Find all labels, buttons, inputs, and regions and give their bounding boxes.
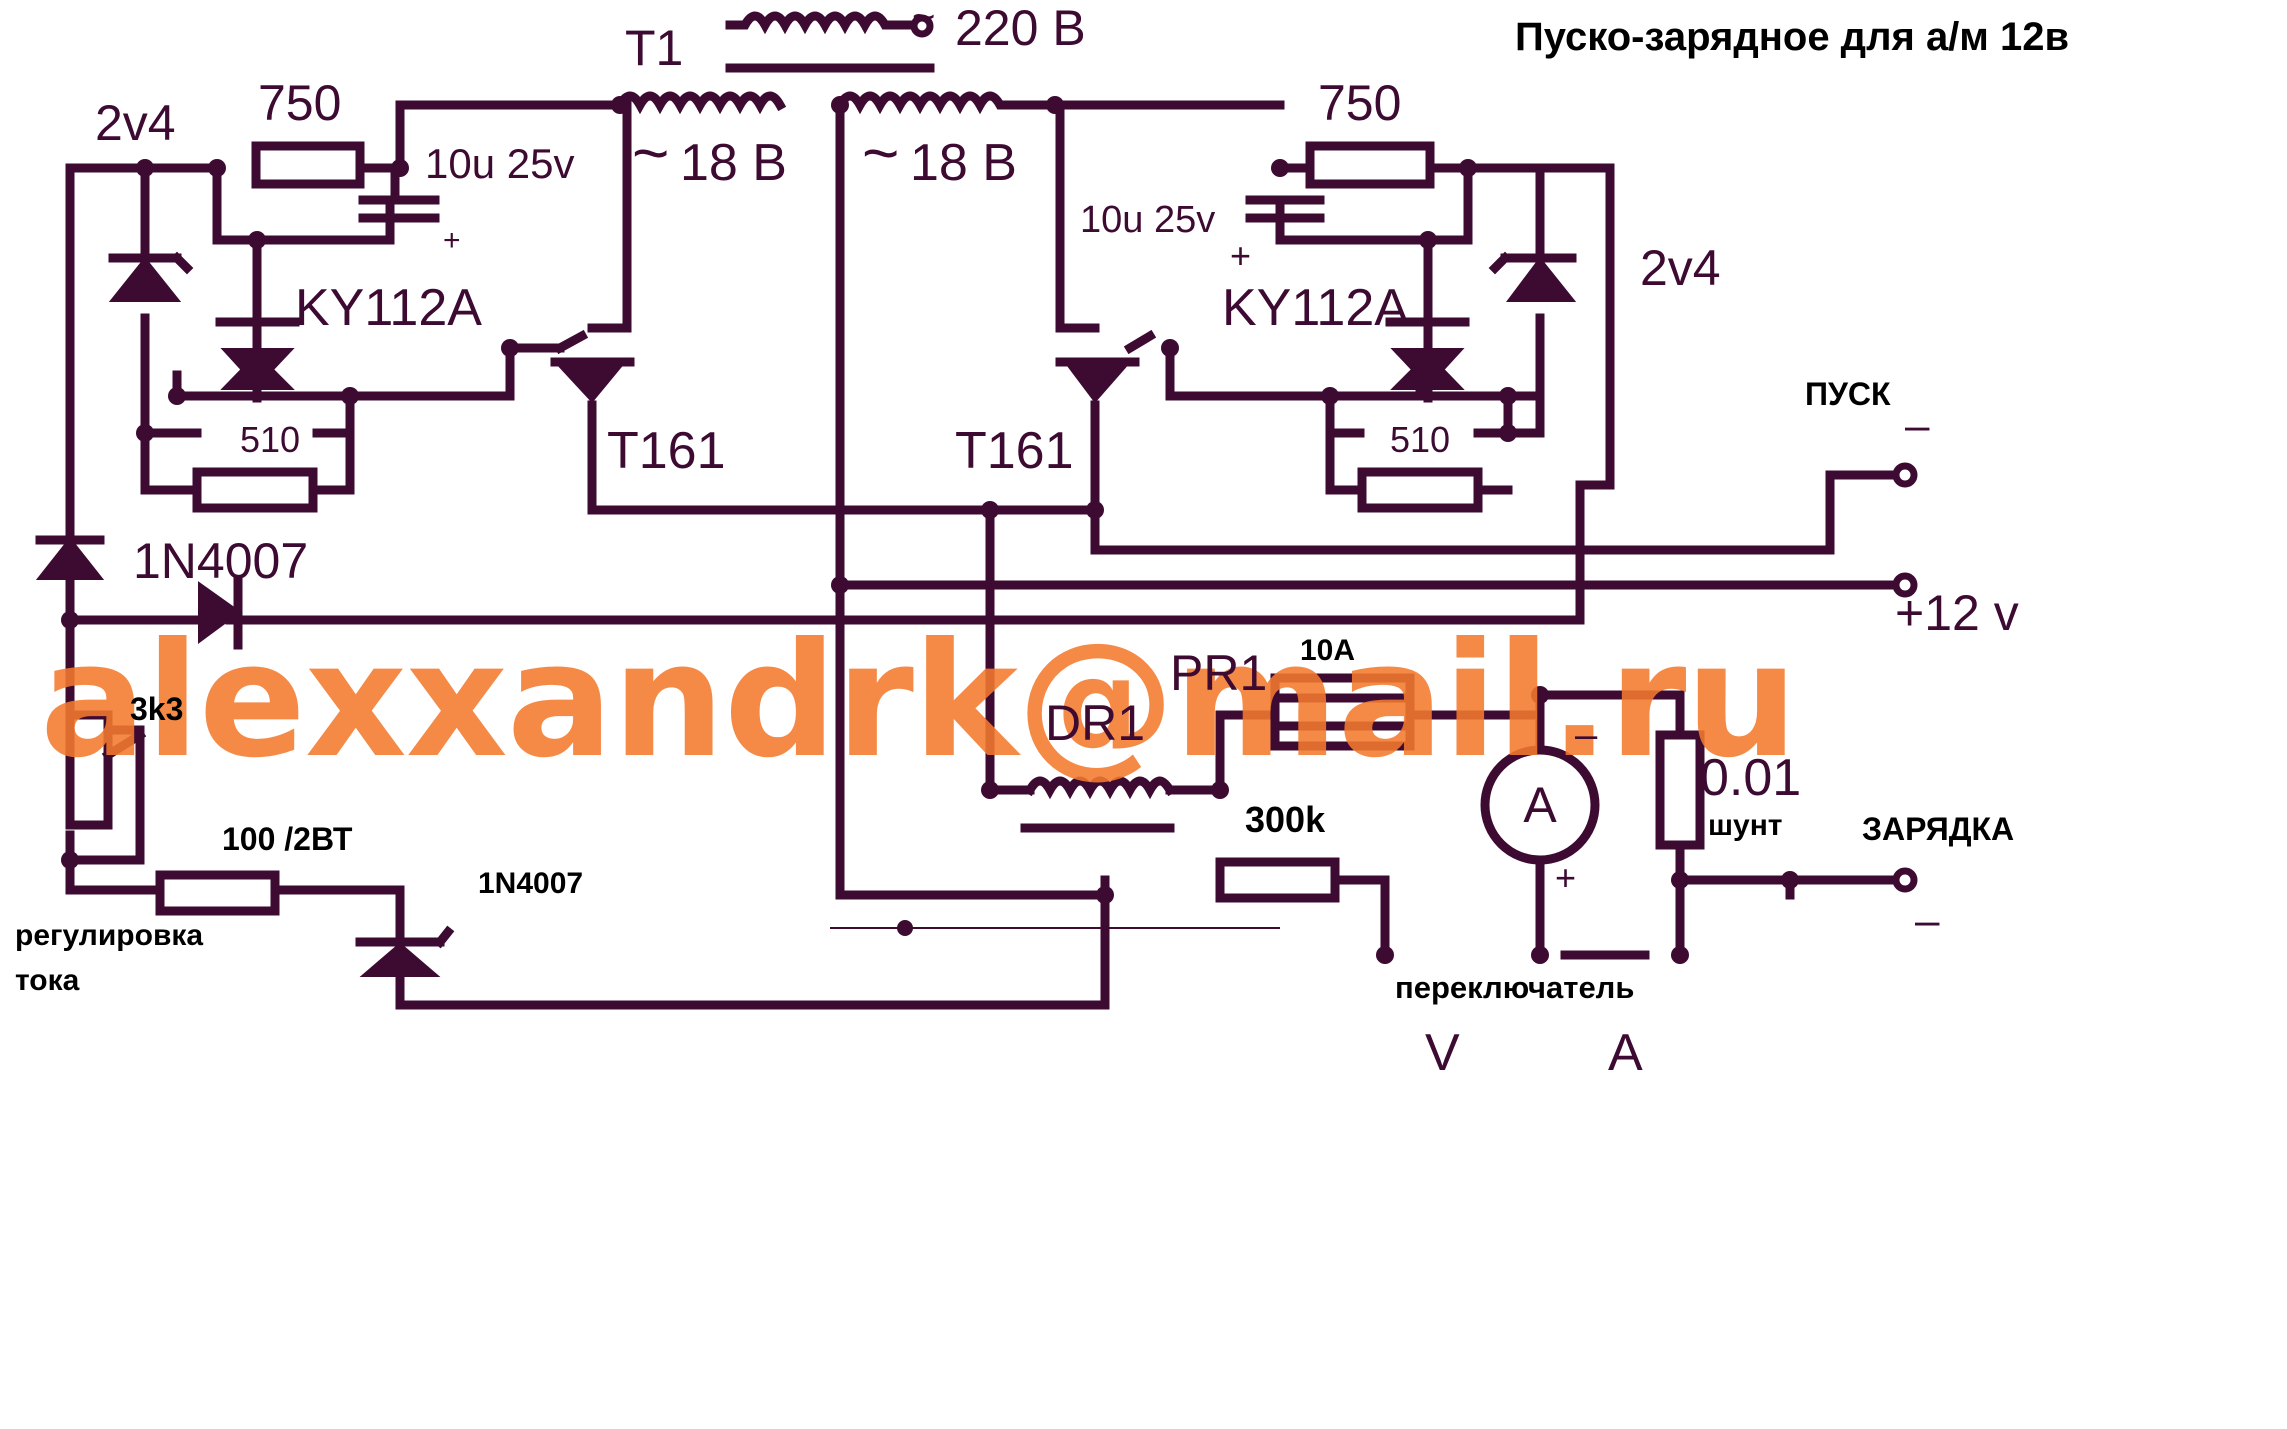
label-cap-left: 10u 25v [425, 140, 574, 187]
label-start-minus: – [1905, 401, 1930, 450]
potentiometer-3k3 [65, 710, 113, 830]
terminal-charge-minus [1892, 867, 1918, 893]
tilde-18-left: ~ [632, 117, 669, 189]
label-510-left: 510 [240, 419, 300, 460]
label-current-adjust-2: тока [15, 964, 80, 997]
label-meter-plus: + [1555, 857, 1576, 898]
label-plus12: +12 v [1895, 585, 2019, 641]
choke-dr1 [1020, 776, 1177, 833]
label-ky112a-right: KY112A [1222, 279, 1409, 337]
label-current-adjust-1: регулировка [15, 919, 203, 952]
label-t161-right: T161 [955, 422, 1074, 480]
label-ammeter: A [1523, 777, 1557, 833]
label-shunt-value: 0.01 [1700, 749, 1801, 807]
label-100-2w: 100 /2ВТ [222, 821, 353, 857]
junction-dots [61, 96, 1918, 964]
transformer-t1 [613, 11, 1060, 115]
label-plus-left: + [443, 224, 461, 257]
label-charge: ЗАРЯДКА [1862, 811, 2014, 847]
label-750-left: 750 [258, 75, 341, 131]
semiconductors [35, 251, 1577, 977]
label-switch-v: V [1425, 1024, 1460, 1082]
label-2v4-left: 2v4 [95, 95, 176, 151]
wires [65, 100, 1915, 1010]
resistor-510-right [1357, 467, 1483, 513]
label-t161-left: T161 [607, 422, 726, 480]
label-1n4007-bottom: 1N4007 [478, 867, 583, 900]
label-plus-right: + [1230, 235, 1251, 276]
label-start: ПУСК [1805, 376, 1891, 412]
label-3k3: 3k3 [130, 691, 183, 727]
label-220v: 220 В [955, 0, 1086, 56]
shunt [1655, 730, 1705, 850]
label-dr1: DR1 [1045, 695, 1145, 751]
label-18v-left: 18 В [680, 134, 787, 192]
label-1n4007-top: 1N4007 [133, 533, 308, 589]
labels: Пуско-зарядное для а/м 12в T1 220 В ~ ~ … [15, 0, 2069, 1082]
terminal-plus12 [1892, 572, 1918, 598]
resistors [65, 141, 1705, 916]
fuse-pr1-inner [1270, 693, 1415, 731]
tilde-18-right: ~ [862, 117, 899, 189]
label-300k: 300k [1245, 799, 1326, 840]
label-t1: T1 [625, 20, 683, 76]
label-750-right: 750 [1318, 75, 1401, 131]
resistor-510-left [192, 467, 318, 513]
label-10a: 10A [1300, 634, 1355, 667]
label-meter-minus: – [1575, 713, 1598, 757]
label-shunt: шунт [1708, 809, 1783, 842]
resistor-750-right [1305, 141, 1435, 189]
label-2v4-right: 2v4 [1640, 240, 1721, 296]
label-switch: переключатель [1395, 970, 1634, 1005]
label-switch-a: A [1608, 1024, 1643, 1082]
label-cap-right: 10u 25v [1080, 199, 1215, 241]
label-pr1: PR1 [1170, 645, 1267, 701]
label-510-right: 510 [1390, 419, 1450, 460]
resistor-300k [1215, 857, 1340, 903]
tilde-220: ~ [912, 0, 935, 39]
ammeter [1480, 745, 1600, 865]
label-charge-minus: – [1915, 896, 1940, 945]
label-18v-right: 18 В [910, 134, 1017, 192]
resistor-100-2w [155, 870, 280, 916]
pot-wiper [101, 728, 147, 762]
page-title: Пуско-зарядное для а/м 12в [1515, 15, 2069, 59]
label-ky112a-left: KY112A [295, 279, 482, 337]
watermark: alexxandrk@mail.ru [40, 609, 1797, 793]
terminal-start-minus [1892, 462, 1918, 488]
resistor-750-left [251, 141, 365, 189]
